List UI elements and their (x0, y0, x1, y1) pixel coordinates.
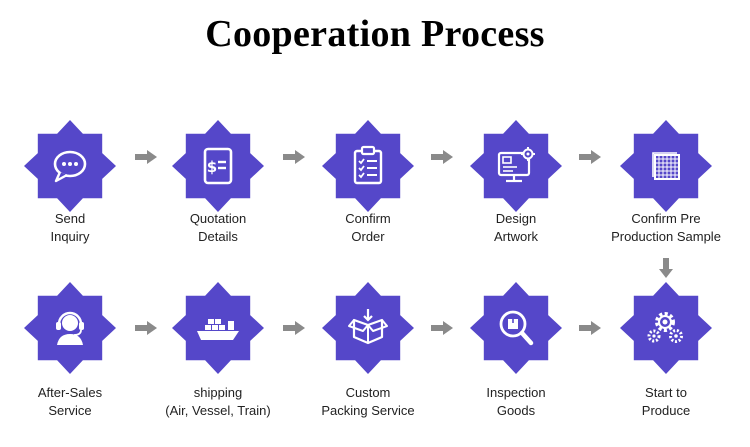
step-label-line1: Custom (345, 385, 391, 400)
step-label-line2: Production Sample (611, 229, 721, 244)
svg-text:$: $ (207, 158, 217, 176)
star-badge-shape (620, 120, 712, 212)
step-label: Send Inquiry (0, 210, 145, 246)
quotation-document-icon: $ (203, 147, 233, 185)
gears-icon (647, 312, 683, 343)
step-badge (24, 120, 116, 212)
step-label-line2: Produce (641, 403, 691, 418)
right-arrow-icon (579, 321, 601, 335)
star-badge-shape (470, 120, 562, 212)
fabric-sample-icon (652, 152, 680, 180)
step-badge (620, 120, 712, 212)
right-arrow-icon (135, 150, 157, 164)
step-label-line1: Confirm Pre (631, 211, 701, 226)
step-badge (620, 282, 712, 374)
step-label-line2: Details (198, 229, 238, 244)
step-label-line1: Inspection (486, 385, 546, 400)
clipboard-checklist-icon (353, 145, 383, 185)
step-label: Design Artwork (441, 210, 591, 246)
step-badge (470, 282, 562, 374)
step-badge: $ (172, 120, 264, 212)
step-badge (470, 120, 562, 212)
step-label: Confirm Order (293, 210, 443, 246)
right-arrow-icon (431, 150, 453, 164)
headset-agent-icon (56, 311, 84, 345)
step-label-line1: After-Sales (37, 385, 103, 400)
right-arrow-icon (431, 321, 453, 335)
step-label-line2: (Air, Vessel, Train) (165, 403, 271, 418)
step-label-line2: Order (351, 229, 385, 244)
step-label: Custom Packing Service (293, 384, 443, 420)
design-monitor-icon (497, 147, 535, 183)
down-arrow-icon (659, 258, 673, 278)
step-label: Quotation Details (143, 210, 293, 246)
step-label-line2: Packing Service (321, 403, 415, 418)
step-label-line1: Design (495, 211, 537, 226)
step-label-line2: Goods (496, 403, 536, 418)
step-label-line1: Start to (645, 385, 687, 400)
right-arrow-icon (283, 321, 305, 335)
right-arrow-icon (135, 321, 157, 335)
step-label-line2: Artwork (493, 229, 539, 244)
step-label: Inspection Goods (441, 384, 591, 420)
step-label-line1: Quotation (189, 211, 247, 226)
step-label-line1: shipping (193, 385, 243, 400)
step-label: After-Sales Service (0, 384, 145, 420)
open-box-icon (348, 309, 388, 345)
cargo-ship-icon (197, 319, 239, 340)
step-badge (322, 282, 414, 374)
step-label: shipping (Air, Vessel, Train) (143, 384, 293, 420)
step-label-line1: Send (54, 211, 86, 226)
step-badge (322, 120, 414, 212)
chat-bubble-icon (53, 150, 87, 183)
step-label: Confirm Pre Production Sample (591, 210, 741, 246)
star-badge-shape (322, 120, 414, 212)
star-badge-shape (172, 120, 264, 212)
step-badge (172, 282, 264, 374)
step-label-line2: Inquiry (50, 229, 90, 244)
right-arrow-icon (283, 150, 305, 164)
step-label-line1: Confirm (345, 211, 391, 226)
right-arrow-icon (579, 150, 601, 164)
magnifier-box-icon (499, 310, 534, 346)
step-label: Start to Produce (591, 384, 741, 420)
step-badge (24, 282, 116, 374)
step-label-line2: Service (48, 403, 92, 418)
diagram-title: Cooperation Process (205, 13, 545, 55)
